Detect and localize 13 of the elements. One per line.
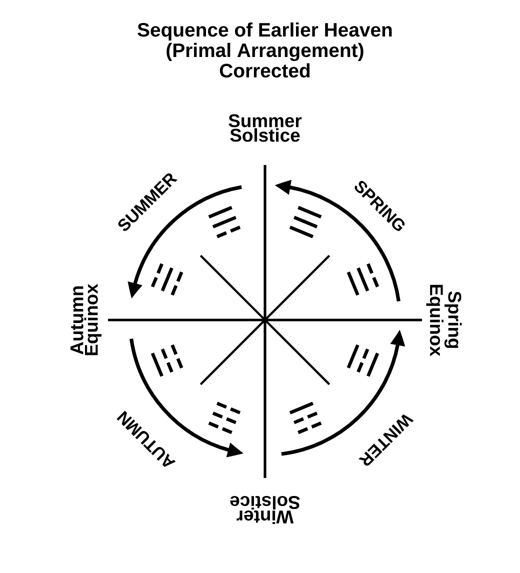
trigram-symbol: ☳ bbox=[289, 402, 322, 434]
title: Sequence of Earlier Heaven (Primal Arrangement) Corrected bbox=[138, 22, 392, 78]
trigram-symbol: ☴ bbox=[208, 206, 241, 238]
trigram-symbol: ☲ bbox=[346, 344, 380, 377]
trigram-symbol: ☷ bbox=[208, 402, 241, 434]
trigram-symbol: ☶ bbox=[150, 344, 184, 377]
axis-label: Spring Equinox bbox=[426, 284, 462, 356]
trigram-symbol: ☵ bbox=[150, 263, 184, 296]
axis-label: Winter Solstice bbox=[230, 496, 300, 524]
trigram-symbol: ☰ bbox=[289, 206, 322, 238]
axis-label: Summer Solstice bbox=[228, 114, 302, 142]
axis-label: Autumn Equinox bbox=[70, 284, 102, 356]
trigram-symbol: ☱ bbox=[346, 263, 380, 296]
